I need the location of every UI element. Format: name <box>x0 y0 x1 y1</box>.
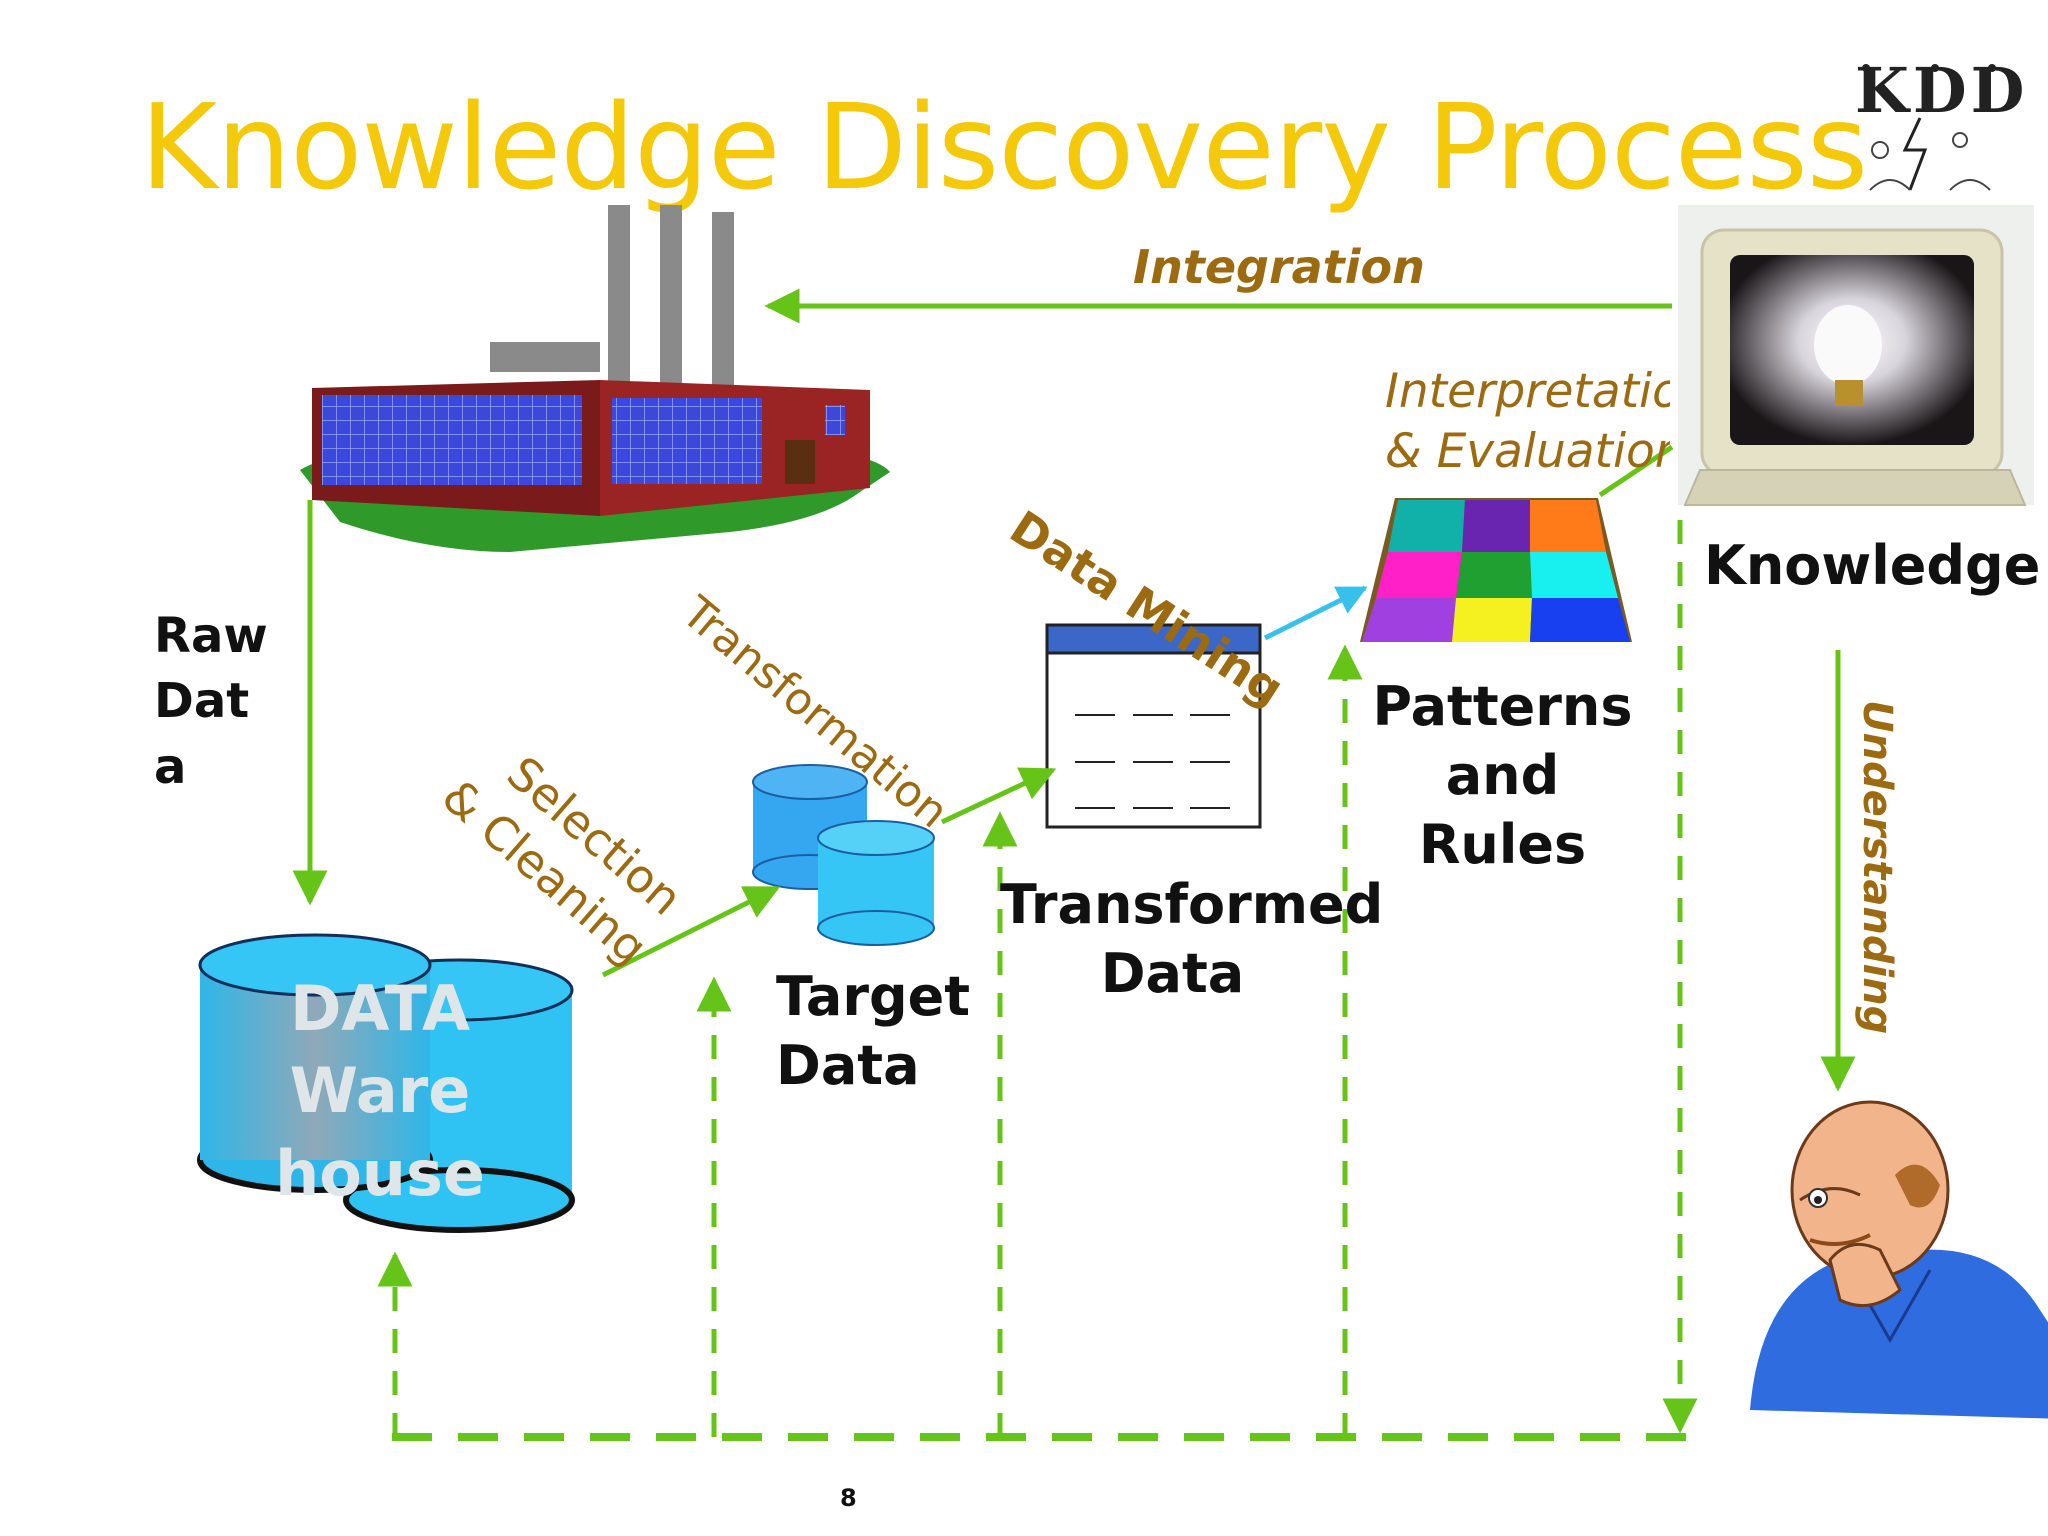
transformed-data-line1: Transformed <box>1000 873 1384 936</box>
transformed-data-line2: Data <box>1100 942 1245 1006</box>
factory-icon <box>300 205 890 552</box>
interpretation-line2: & Evaluation <box>1385 423 1670 479</box>
transformed-data-label: Transformed Data <box>1000 870 1384 1008</box>
target-data-label: Target Data <box>776 962 970 1100</box>
data-mining-arrow <box>1263 585 1368 641</box>
data-warehouse-line2: Ware <box>289 1054 471 1128</box>
raw-data-label: Raw Dat a <box>154 604 268 800</box>
understanding-label: Understanding <box>1854 700 1900 1035</box>
raw-data-line3: a <box>154 738 187 795</box>
interpretation-line1: Interpretation <box>1385 364 1670 419</box>
data-warehouse-icon <box>197 933 575 1233</box>
raw-data-line2: Dat <box>154 673 250 730</box>
interpretation-arrow <box>1598 444 1674 498</box>
data-warehouse-label: DATA Ware house <box>250 968 510 1215</box>
target-data-line2: Data <box>776 1034 920 1098</box>
raw-data-line1: Raw <box>154 608 268 664</box>
patterns-line2: and <box>1445 744 1560 808</box>
kdd-logo-icon: KDD <box>1855 54 2028 191</box>
interpretation-label: Interpretation & Evaluation <box>1385 362 1670 481</box>
page-title: Knowledge Discovery Process <box>140 78 1868 216</box>
puzzle-patterns-icon <box>1360 498 1632 642</box>
transformed-data-table-icon <box>1045 623 1262 829</box>
patterns-line3: Rules <box>1418 813 1587 877</box>
data-warehouse-line1: DATA <box>289 972 471 1045</box>
transformation-arrow <box>940 767 1057 825</box>
data-warehouse-line3: house <box>275 1136 485 1210</box>
selection-arrow <box>601 885 781 978</box>
integration-label: Integration <box>1133 240 1425 294</box>
target-data-line1: Target <box>776 965 971 1028</box>
patterns-rules-label: Patterns and Rules <box>1370 672 1635 879</box>
page-number: 8 <box>840 1484 857 1512</box>
target-data-icon <box>752 764 935 946</box>
monitor-lightbulb-icon <box>1678 205 2034 506</box>
knowledge-label: Knowledge <box>1704 534 2041 597</box>
patterns-line1: Patterns <box>1372 675 1633 738</box>
thinking-man-icon <box>1750 1100 2048 1419</box>
svg-text:KDD: KDD <box>1855 54 2028 127</box>
